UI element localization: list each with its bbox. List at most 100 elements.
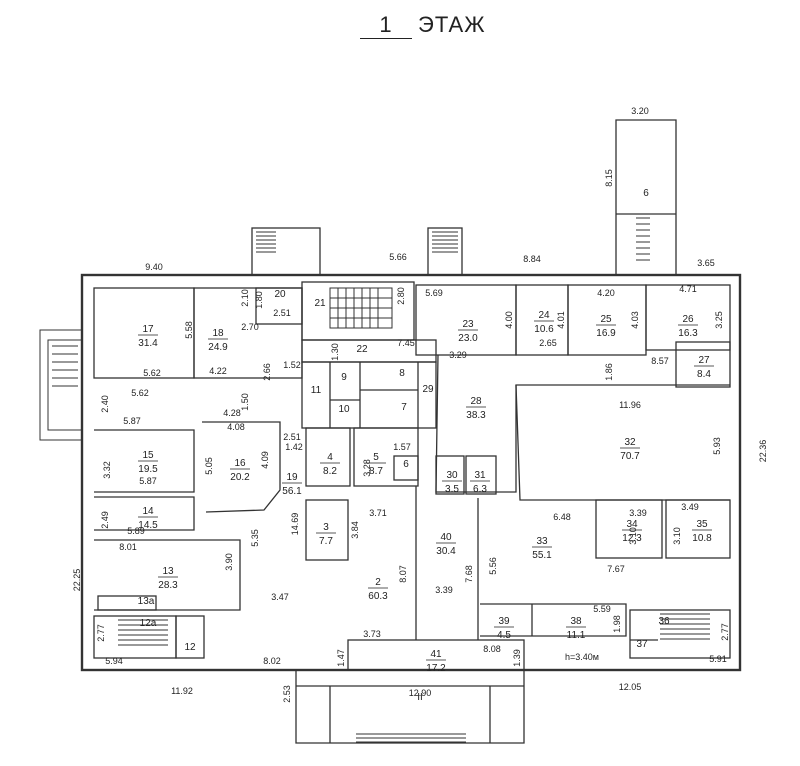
room-area: 60.3 [368, 591, 388, 602]
room-number: 13 [162, 566, 174, 577]
dimension-label: 5.89 [127, 526, 145, 536]
room-number: 27 [698, 355, 710, 366]
room-number: 9 [341, 372, 347, 383]
room-number: 13а [138, 596, 155, 607]
ceiling-height-note: h=3.40м [565, 652, 599, 662]
room-area: 55.1 [532, 550, 552, 561]
dimension-label: 5.91 [709, 654, 727, 664]
room-number: 21 [314, 298, 326, 309]
room-area: 38.3 [466, 410, 486, 421]
room-number: 15 [142, 450, 154, 461]
room-number: 34 [626, 519, 638, 530]
staircases [52, 217, 710, 743]
room-number: 5 [373, 452, 379, 463]
dimension-label: 11.92 [171, 686, 193, 696]
dimension-label: 1.30 [330, 343, 340, 361]
room-number: 31 [474, 470, 486, 481]
dimension-label: 5.56 [488, 557, 498, 575]
exit-label: II [417, 692, 423, 703]
dimension-label: 3.39 [629, 508, 647, 518]
room-area: 28.3 [158, 580, 178, 591]
dimension-label: 7.45 [397, 338, 415, 348]
room-number: 12а [140, 618, 157, 629]
room-number: 36 [658, 616, 670, 627]
dimension-label: 4.22 [209, 366, 227, 376]
dimension-label: 22.36 [758, 440, 768, 463]
dimension-label: 3.49 [681, 502, 699, 512]
room-number: 4 [327, 452, 333, 463]
dimension-label: 9.40 [145, 262, 163, 272]
dimension-label: 1.47 [336, 649, 346, 667]
room-area: 7.7 [319, 536, 333, 547]
room-number: 32 [624, 437, 636, 448]
dimension-label: 2.53 [282, 685, 292, 703]
room-number: 20 [274, 289, 286, 300]
dimension-label: 5.62 [143, 368, 161, 378]
dimension-label: 5.66 [389, 252, 407, 262]
dimension-label: 3.20 [631, 106, 649, 116]
room-area: 3.5 [445, 484, 459, 495]
dimension-label: 3.65 [697, 258, 715, 268]
room-area: 31.4 [138, 338, 158, 349]
room-number: 28 [470, 396, 482, 407]
dimension-label: 3.90 [224, 553, 234, 571]
dimension-label: 2.49 [100, 511, 110, 529]
dimension-label: 12.90 [409, 688, 432, 698]
room-number: 25 [600, 314, 612, 325]
room-number: 7 [401, 402, 407, 413]
dimension-label: 1.80 [254, 291, 264, 309]
dimension-label: 1.52 [283, 360, 301, 370]
dimension-label: 2.65 [539, 338, 557, 348]
dimension-label: 3.47 [271, 592, 289, 602]
dimension-label: 3.73 [363, 629, 381, 639]
room-number: 24 [538, 310, 550, 321]
dimension-label: 2.10 [240, 289, 250, 307]
room-area: 16.9 [596, 328, 616, 339]
room-number: 6 [643, 188, 649, 199]
room-area: 16.3 [678, 328, 698, 339]
dimension-label: 3.71 [369, 508, 387, 518]
dimension-label: 2.40 [100, 395, 110, 413]
room-area: 19.5 [138, 464, 158, 475]
room-number: 8 [399, 368, 405, 379]
room-number: 30 [446, 470, 458, 481]
dimension-label: 1.98 [612, 615, 622, 633]
room-number: 12 [184, 642, 196, 653]
dimension-label: 3.29 [449, 350, 467, 360]
plan-labels: 1731.41824.92021222323.02410.62516.92616… [72, 106, 768, 703]
room-number: 29 [422, 384, 434, 395]
room-number: 26 [682, 314, 694, 325]
dimension-label: 3.10 [628, 527, 638, 545]
floor-label: ЭТАЖ [418, 12, 486, 37]
dimension-label: 11.96 [619, 400, 641, 410]
room-number: 22 [356, 344, 368, 355]
dimension-label: 3.84 [350, 521, 360, 539]
room-area: 24.9 [208, 342, 228, 353]
room-number: 37 [636, 639, 648, 650]
dimension-label: 5.93 [712, 437, 722, 455]
dimension-label: 4.09 [260, 451, 270, 469]
room-area: 14.5 [138, 520, 158, 531]
room-number: 38 [570, 616, 582, 627]
room-area: 23.0 [458, 333, 478, 344]
room-area: 8.7 [369, 466, 383, 477]
dimension-label: 3.28 [362, 459, 372, 477]
dimension-label: 1.57 [393, 442, 411, 452]
room-area: 8.2 [323, 466, 337, 477]
dimension-label: 1.39 [512, 649, 522, 667]
dimension-label: 3.32 [102, 461, 112, 479]
room-area: 11.1 [567, 630, 586, 641]
room-area: 70.7 [620, 451, 640, 462]
dimension-label: 8.01 [119, 542, 137, 552]
room-number: 33 [536, 536, 548, 547]
dimension-label: 2.70 [241, 322, 259, 332]
floor-number: 1 [360, 12, 412, 39]
room-number: 39 [498, 616, 510, 627]
dimension-label: 22.25 [72, 569, 82, 592]
dimension-label: 5.62 [131, 388, 149, 398]
dimension-label: 5.69 [425, 288, 443, 298]
dimension-label: 5.94 [105, 656, 123, 666]
dimension-label: 8.57 [651, 356, 669, 366]
dimension-label: 4.28 [223, 408, 241, 418]
